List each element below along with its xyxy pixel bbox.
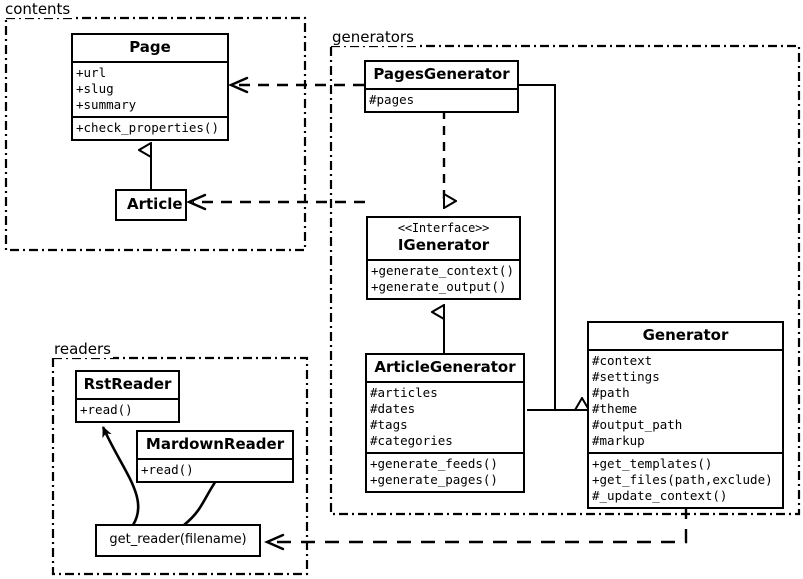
- method-item: +check_properties(): [76, 120, 219, 136]
- class-methods-igenerator: +generate_context() +generate_output(): [368, 259, 519, 298]
- rel-pagesgenerator-to-page-arrowhead: [228, 76, 249, 94]
- attribute-item: #theme: [592, 401, 638, 417]
- rel-articlegenerator-to-article-arrowhead: [186, 193, 207, 211]
- attribute-item: #settings: [592, 369, 660, 385]
- method-item: +get_templates(): [592, 456, 713, 472]
- rel-generator-to-get-reader-arrowhead: [264, 533, 285, 551]
- class-box-page[interactable]: Page +url +slug +summary +check_properti…: [71, 33, 229, 142]
- rel-generator-to-get-reader: [271, 505, 688, 544]
- function-box-get-reader[interactable]: get_reader(filename): [95, 524, 261, 557]
- class-methods-rstreader: +read(): [77, 398, 178, 421]
- class-attributes-generator: #context #settings #path #theme #output_…: [589, 349, 782, 452]
- class-name-rstreader: RstReader: [83, 375, 172, 393]
- method-item: +read(): [141, 462, 194, 478]
- attribute-item: #articles: [370, 385, 438, 401]
- function-name-get-reader: get_reader(filename): [109, 532, 247, 547]
- class-box-generator[interactable]: Generator #context #settings #path #them…: [587, 321, 784, 510]
- method-item: #_update_context(): [592, 488, 728, 504]
- class-name-page: Page: [129, 38, 171, 56]
- method-item: +generate_pages(): [370, 472, 498, 488]
- attribute-item: +slug: [76, 81, 114, 97]
- class-name-igenerator: <<Interface>> IGenerator: [368, 218, 519, 259]
- attribute-item: #context: [592, 353, 653, 369]
- class-attributes-pagesgenerator: #pages: [366, 88, 517, 111]
- class-box-igenerator[interactable]: <<Interface>> IGenerator +generate_conte…: [366, 216, 521, 301]
- class-name-generator: Generator: [642, 326, 729, 344]
- attribute-item: +url: [76, 65, 107, 81]
- method-item: +generate_feeds(): [370, 456, 498, 472]
- rel-get-reader-to-rstreader: [101, 426, 140, 526]
- attribute-item: #pages: [369, 92, 415, 108]
- class-name-mardownreader: MardownReader: [145, 435, 285, 453]
- class-attributes-page: +url +slug +summary: [73, 61, 227, 116]
- package-label-readers: readers: [52, 340, 113, 358]
- attribute-item: #tags: [370, 417, 408, 433]
- class-box-articlegenerator[interactable]: ArticleGenerator #articles #dates #tags …: [365, 353, 525, 494]
- class-methods-generator: +get_templates() +get_files(path,exclude…: [589, 452, 782, 507]
- class-name-articlegenerator: ArticleGenerator: [374, 358, 516, 376]
- attribute-item: #dates: [370, 401, 416, 417]
- package-label-contents: contents: [3, 0, 73, 18]
- method-item: +get_files(path,exclude): [592, 472, 773, 488]
- class-box-rstreader[interactable]: RstReader +read(): [75, 370, 180, 424]
- method-item: +generate_output(): [371, 279, 507, 295]
- class-box-mardownreader[interactable]: MardownReader +read(): [136, 430, 294, 484]
- method-item: +read(): [80, 402, 133, 418]
- class-methods-page: +check_properties(): [73, 116, 227, 139]
- class-attributes-articlegenerator: #articles #dates #tags #categories: [367, 381, 523, 452]
- rel-generators-to-generator-trunk: [519, 84, 567, 411]
- package-label-generators: generators: [330, 28, 416, 46]
- method-item: +generate_context(): [371, 263, 514, 279]
- class-methods-articlegenerator: +generate_feeds() +generate_pages(): [367, 452, 523, 491]
- class-box-article[interactable]: Article: [115, 189, 187, 222]
- class-name-pagesgenerator: PagesGenerator: [373, 65, 510, 83]
- attribute-item: #categories: [370, 433, 453, 449]
- class-methods-mardownreader: +read(): [138, 458, 292, 481]
- class-name-article: Article: [127, 195, 183, 213]
- attribute-item: #path: [592, 385, 630, 401]
- class-name-label: IGenerator: [397, 235, 490, 254]
- class-stereotype-igenerator: <<Interface>>: [397, 221, 490, 235]
- attribute-item: #output_path: [592, 417, 683, 433]
- class-box-pagesgenerator[interactable]: PagesGenerator #pages: [364, 60, 519, 114]
- attribute-item: #markup: [592, 433, 645, 449]
- attribute-item: +summary: [76, 97, 137, 113]
